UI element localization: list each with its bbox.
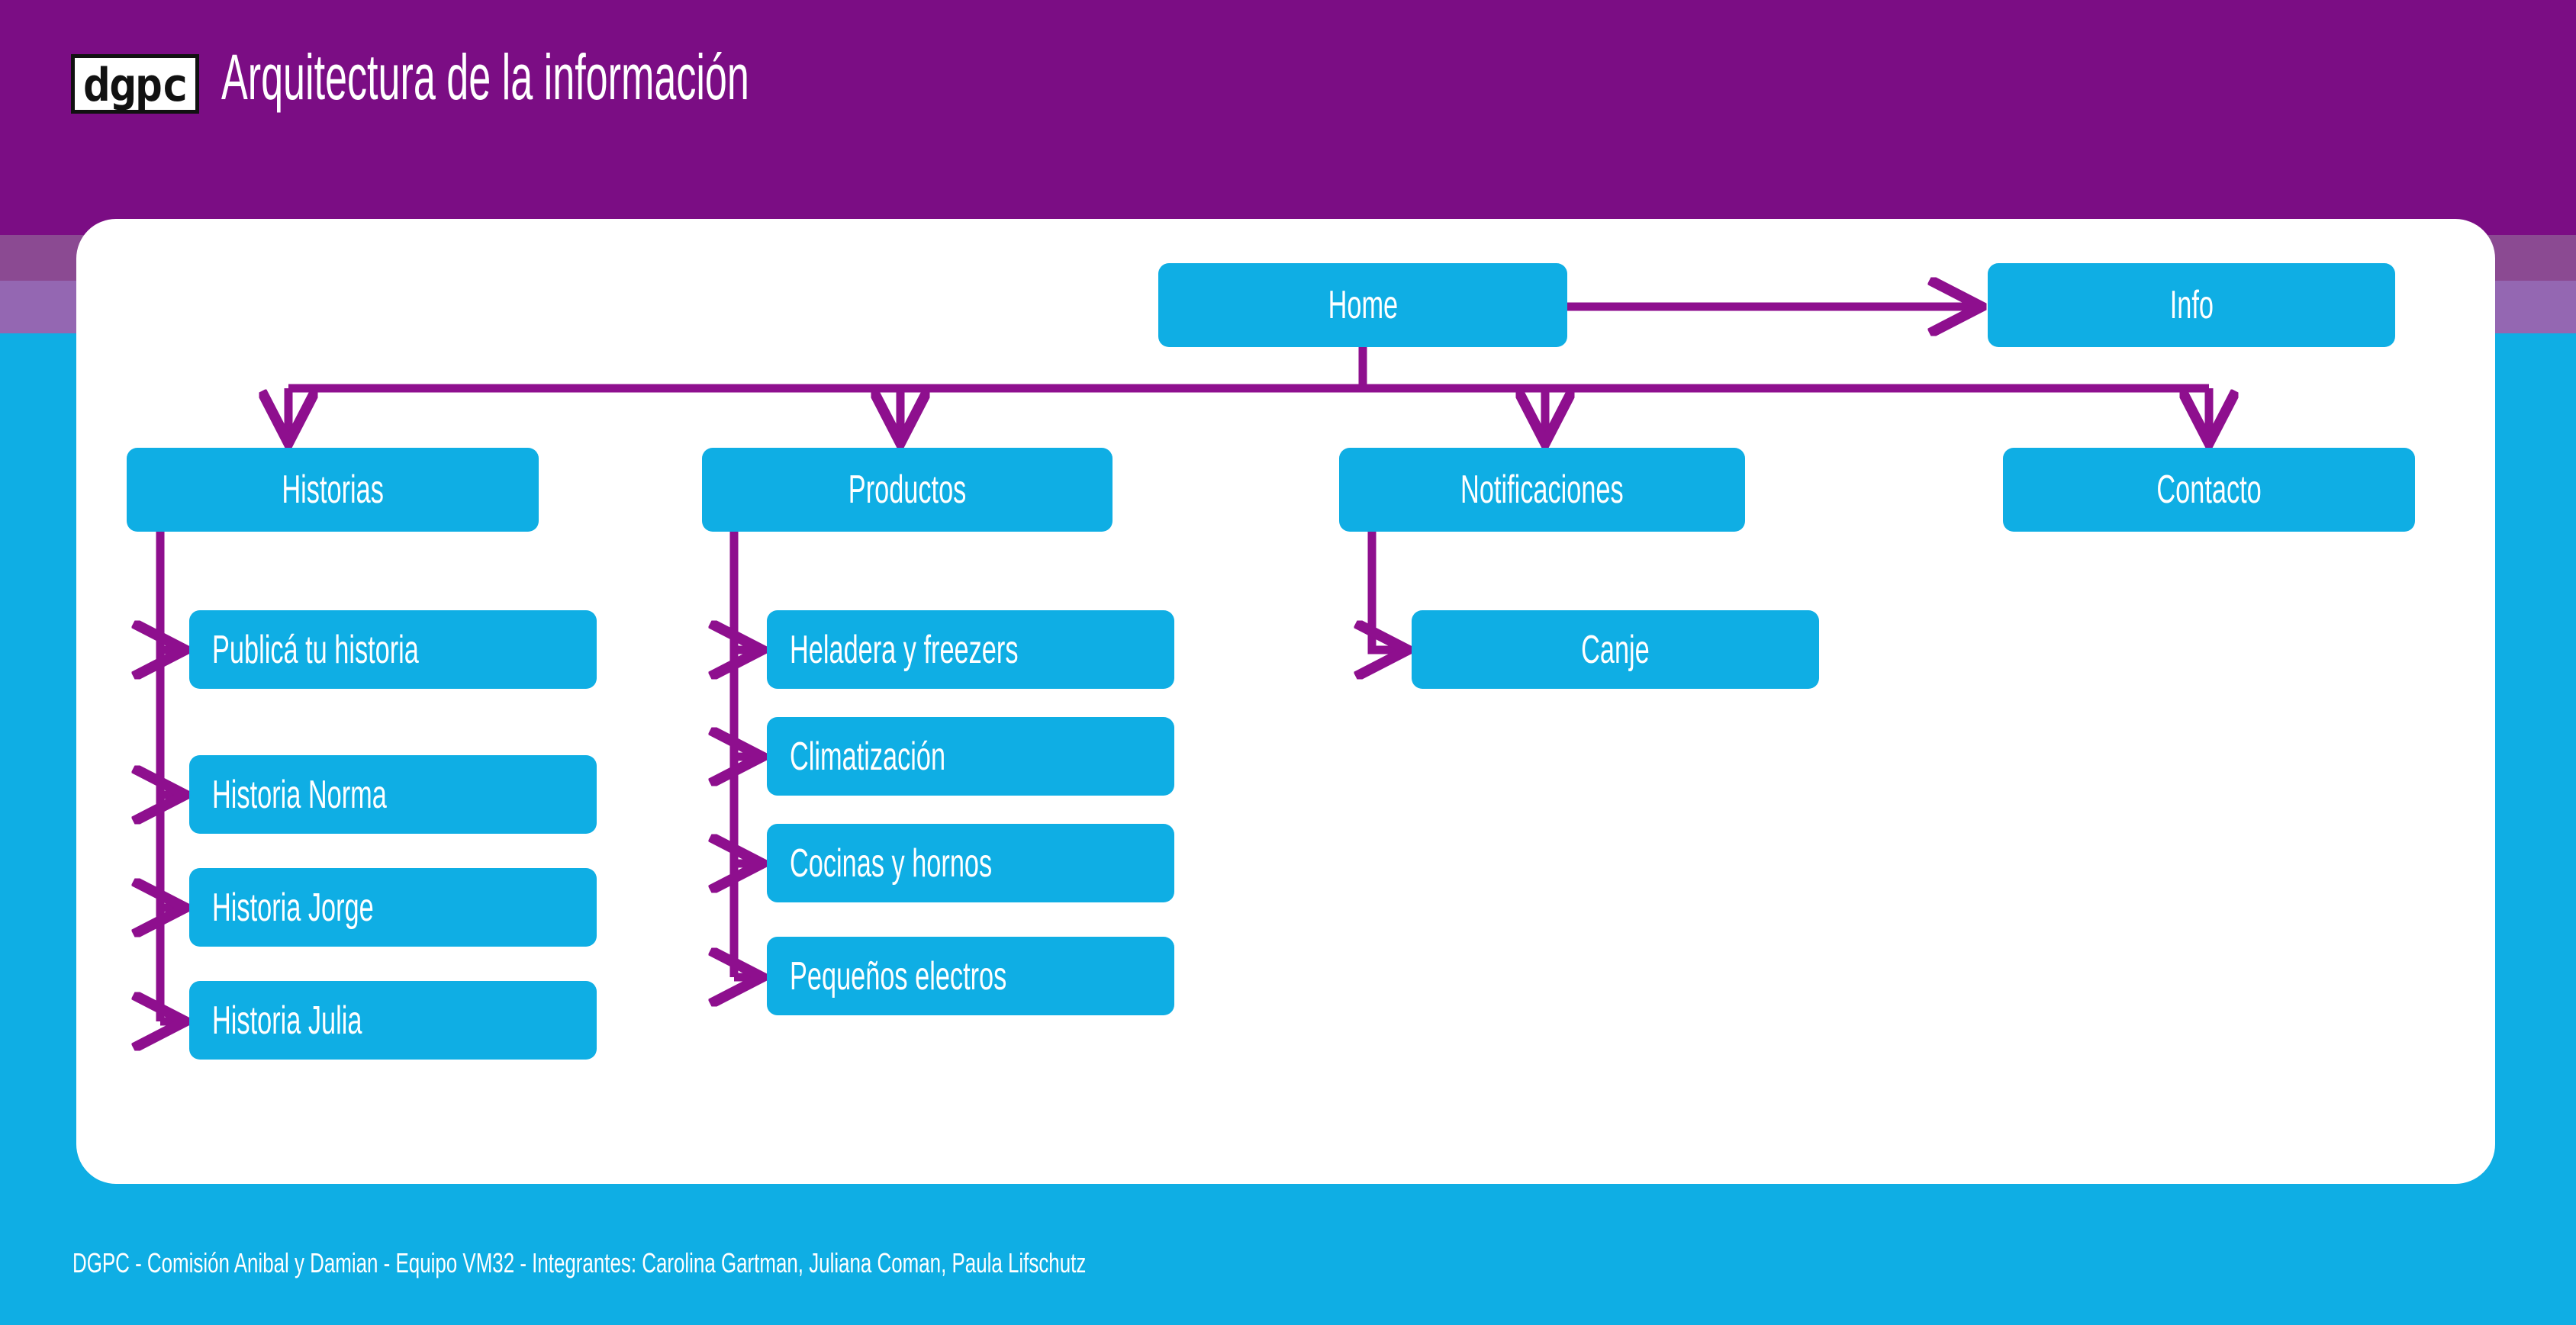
page-header: dgpc Arquitectura de la información [0, 0, 2576, 220]
node-historias-label: Historias [282, 468, 384, 512]
footer-credits: DGPC - Comisión Anibal y Damian - Equipo… [72, 1247, 1087, 1278]
node-contacto[interactable]: Contacto [2003, 448, 2415, 532]
node-historia-norma-label: Historia Norma [212, 772, 387, 817]
node-notificaciones-label: Notificaciones [1460, 468, 1624, 512]
node-historia-julia-label: Historia Julia [212, 998, 362, 1043]
node-heladera-y-freezers[interactable]: Heladera y freezers [767, 610, 1174, 689]
node-historias[interactable]: Historias [127, 448, 539, 532]
page-title: Arquitectura de la información [221, 41, 749, 113]
node-pequenos-electros[interactable]: Pequeños electros [767, 937, 1174, 1015]
node-canje[interactable]: Canje [1412, 610, 1819, 689]
node-notificaciones[interactable]: Notificaciones [1339, 448, 1745, 532]
node-climatizacion-label: Climatización [790, 734, 946, 779]
node-climatizacion[interactable]: Climatización [767, 717, 1174, 796]
node-cocinas-y-hornos[interactable]: Cocinas y hornos [767, 824, 1174, 902]
node-productos[interactable]: Productos [702, 448, 1113, 532]
node-productos-label: Productos [848, 468, 967, 512]
node-historia-julia[interactable]: Historia Julia [189, 981, 597, 1060]
node-info-label: Info [2169, 283, 2214, 327]
node-historia-jorge-label: Historia Jorge [212, 885, 374, 930]
dgpc-logo-text: dgpc [82, 59, 188, 112]
node-publica-tu-historia-label: Publicá tu historia [212, 627, 419, 672]
node-historia-jorge[interactable]: Historia Jorge [189, 868, 597, 947]
node-historia-norma[interactable]: Historia Norma [189, 755, 597, 834]
node-home[interactable]: Home [1158, 263, 1567, 347]
node-publica-tu-historia[interactable]: Publicá tu historia [189, 610, 597, 689]
node-pequenos-electros-label: Pequeños electros [790, 954, 1007, 999]
node-cocinas-y-hornos-label: Cocinas y hornos [790, 841, 993, 886]
node-contacto-label: Contacto [2156, 468, 2262, 512]
node-canje-label: Canje [1581, 627, 1650, 672]
background-band-purple [0, 0, 2576, 235]
dgpc-logo: dgpc [71, 54, 199, 114]
node-heladera-y-freezers-label: Heladera y freezers [790, 627, 1019, 672]
node-home-label: Home [1328, 283, 1398, 327]
node-info[interactable]: Info [1988, 263, 2395, 347]
